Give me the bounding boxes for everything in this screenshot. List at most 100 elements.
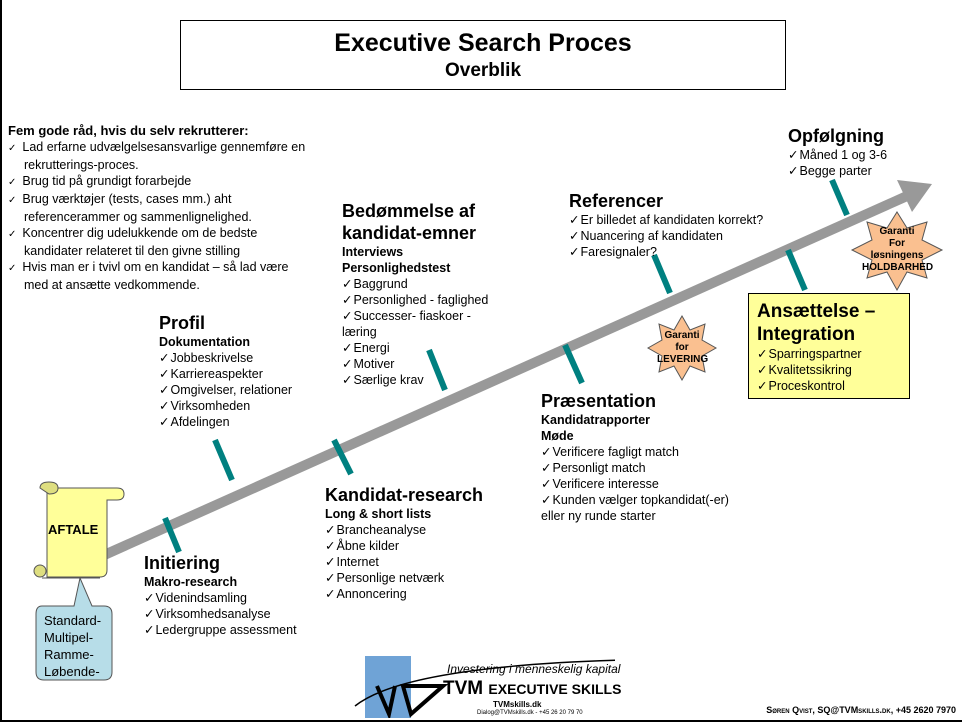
stage-item: Successer- fiaskoer - læring [342, 308, 502, 340]
aftale-scroll-icon [33, 481, 125, 579]
aftale-label: AFTALE [48, 522, 99, 537]
garanti-levering-text: Garanti for LEVERING [657, 330, 709, 366]
tip-item: Lad erfarne udvælgelsesansvarlige gennem… [8, 139, 308, 173]
stage-item: Kvalitetssikring [757, 362, 901, 378]
stage-item: Jobbeskrivelse [159, 350, 292, 366]
stage-item: Personligt match [541, 460, 741, 476]
stage-item: Personlighed - faglighed [342, 292, 502, 308]
stage-title: Ansættelse – Integration [757, 301, 876, 345]
stage-item: Afdelingen [159, 414, 292, 430]
stage-item: Baggrund [342, 276, 502, 292]
page-subtitle: Overblik [444, 60, 522, 81]
star-line: HOLDBARHED [862, 262, 934, 273]
garanti-holdbarhed-star [850, 211, 944, 292]
tick-referencer [651, 253, 673, 295]
stage-item: Nuancering af kandidaten [569, 228, 763, 244]
star-line: løsningens [870, 250, 924, 261]
star-line: For [888, 238, 906, 249]
stage-item: Begge parter [788, 163, 887, 179]
stage-item: Videnindsamling [144, 590, 297, 606]
stage-item: Personlige netværk [325, 570, 483, 586]
stage-opfolgning: Opfølgning Måned 1 og 3-6 Begge parter [788, 125, 887, 179]
stage-ansaettelse: Ansættelse – Integration Sparringspartne… [748, 293, 910, 399]
stage-item: Særlige krav [342, 372, 502, 388]
stage-item: Måned 1 og 3-6 [788, 147, 887, 163]
stage-bedommelse: Bedømmelse af kandidat-emner Interviews … [342, 200, 502, 388]
stage-title: Bedømmelse af kandidat-emner [342, 201, 477, 243]
logo-slogan: Investering i menneskelig kapital [447, 662, 621, 676]
tick-ansaettelse [785, 248, 808, 292]
stage-praesentation: Præsentation Kandidatrapporter Møde Veri… [541, 390, 741, 524]
arrow-head [897, 180, 932, 212]
agreement-types: Standard- Multipel- Ramme- Løbende- [44, 612, 101, 680]
stage-item: Brancheanalyse [325, 522, 483, 538]
stage-item: Kunden vælger topkandidat(-er) eller ny … [541, 492, 741, 524]
stage-item: Sparringspartner [757, 346, 901, 362]
stage-title: Præsentation [541, 391, 657, 411]
logo-brand-tvm: TVM [443, 678, 484, 699]
stage-item: Proceskontrol [757, 378, 901, 394]
tick-praesentation [562, 343, 585, 385]
tick-opfolgning [829, 178, 850, 217]
tip-item: Brug tid på grundigt forarbejde [8, 173, 308, 191]
stage-subtitle: Kandidatrapporter [541, 413, 651, 427]
stage-item: Omgivelser, relationer [159, 382, 292, 398]
agreement-type: Ramme- [44, 647, 94, 662]
stage-item: Motiver [342, 356, 502, 372]
stage-title: Opfølgning [788, 126, 884, 146]
stage-subtitle: Long & short lists [325, 507, 432, 521]
tick-initiering [162, 516, 182, 554]
star-line: Garanti [879, 226, 915, 237]
page-title: Executive Search Proces [334, 29, 632, 57]
tips-block: Fem gode råd, hvis du selv rekrutterer: … [8, 123, 308, 293]
tvm-logo: Investering i menneskelig kapital TVM EX… [354, 656, 635, 718]
star-line: LEVERING [657, 354, 709, 365]
arrow-shaft [99, 191, 910, 561]
stage-subtitle: Interviews [342, 245, 404, 259]
star-line: for [675, 342, 689, 353]
tips-heading: Fem gode råd, hvis du selv rekrutterer: [8, 123, 249, 138]
garanti-levering-star [646, 314, 718, 382]
stage-subtitle: Personlighedstest [342, 261, 451, 275]
stage-item: Karriereaspekter [159, 366, 292, 382]
stage-item: Annoncering [325, 586, 483, 602]
logo-brand-sub: EXECUTIVE SKILLS [488, 681, 622, 697]
stage-item: Verificere fagligt match [541, 444, 741, 460]
tip-item: Brug værktøjer (tests, cases mm.) aht re… [8, 191, 308, 225]
logo-brand: TVM EXECUTIVE SKILLS [443, 678, 621, 700]
stage-subtitle: Makro-research [144, 575, 238, 589]
agreement-type: Multipel- [44, 630, 94, 645]
title-box: Executive Search Proces Overblik [180, 20, 786, 90]
tick-research [331, 438, 354, 476]
stage-item: Virksomheden [159, 398, 292, 414]
stage-item: Ledergruppe assessment [144, 622, 296, 638]
tip-item: Hvis man er i tvivl om en kandidat – så … [8, 259, 308, 293]
stage-title: Kandidat-research [325, 485, 484, 505]
stage-item: Energi [342, 340, 502, 356]
stage-subtitle: Dokumentation [159, 335, 250, 349]
logo-site: TVMskills.dk [493, 700, 542, 709]
stage-referencer: Referencer Er billedet af kandidaten kor… [569, 190, 763, 260]
stage-title: Referencer [569, 191, 664, 211]
stage-initiering: Initiering Makro-research Videnindsamlin… [144, 552, 297, 638]
logo-contact: Dialog@TVMskills.dk - +45 26 20 79 70 [477, 710, 583, 716]
logo-swoosh-icon [354, 659, 615, 718]
stage-item: Er billedet af kandidaten korrekt? [569, 212, 763, 228]
agreement-type: Løbende- [44, 664, 100, 679]
stage-item: Internet [325, 554, 483, 570]
stage-title: Initiering [144, 553, 220, 573]
stage-profil: Profil Dokumentation Jobbeskrivelse Karr… [159, 312, 292, 430]
star-line: Garanti [664, 330, 700, 341]
agreement-type: Standard- [44, 613, 102, 628]
stage-item: Verificere interesse [541, 476, 741, 492]
stage-kandidat-research: Kandidat-research Long & short lists Bra… [325, 484, 483, 602]
stage-title: Profil [159, 313, 206, 333]
garanti-holdbarhed-text: Garanti For løsningens HOLDBARHED [862, 226, 934, 274]
stage-item: Åbne kilder [325, 538, 483, 554]
agreement-types-bubble [35, 576, 113, 681]
stage-item: Virksomhedsanalyse [144, 606, 297, 622]
stage-subtitle: Møde [541, 429, 574, 443]
tip-item: Koncentrer dig udelukkende om de bedste … [8, 225, 308, 259]
